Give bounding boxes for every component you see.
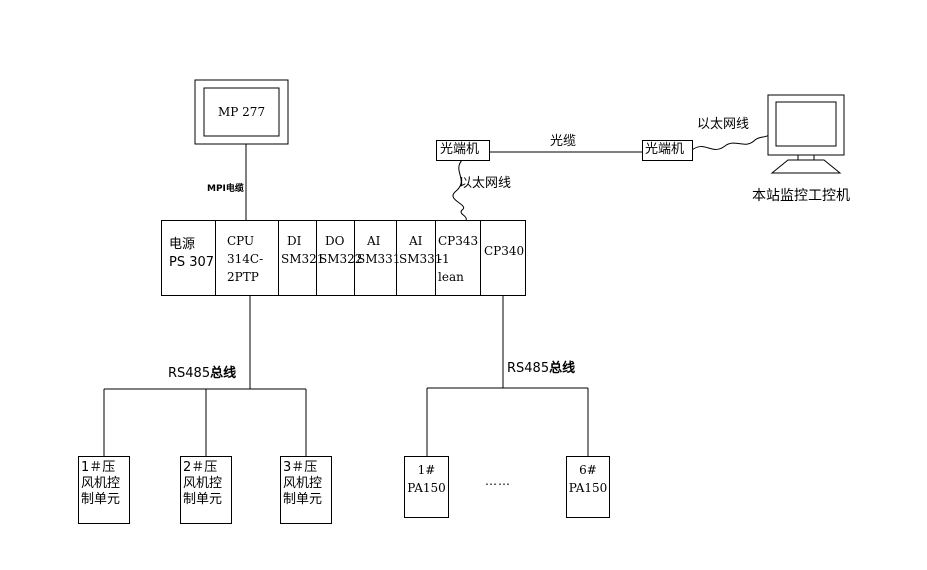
unit-line: 制单元 (183, 492, 223, 507)
module-line: 2PTP (227, 270, 259, 284)
hmi-monitor-screen (203, 87, 280, 137)
unit-line: 风机控 (183, 476, 223, 491)
module-cp340: CP340 (481, 220, 526, 296)
module-do: DO SM322 (317, 220, 363, 296)
module-line: SM322 (319, 252, 363, 266)
ethernet-line-left (452, 159, 467, 221)
compressor-unit-1: 1＃压 风机控 制单元 (78, 456, 130, 524)
module-ai-2: AI SM331 (397, 220, 443, 296)
module-line: AI (367, 234, 381, 248)
module-di: DI SM321 (279, 220, 325, 296)
mpi-cable-label: MPI电缆 (207, 184, 244, 194)
module-line: DI (287, 234, 302, 248)
ethernet-label-right: 以太网线 (697, 117, 750, 132)
module-line: SM331 (399, 252, 443, 266)
ellipsis-label: …… (485, 474, 511, 488)
module-line: DO (325, 234, 345, 248)
unit-line: 风机控 (283, 476, 323, 491)
module-cp343: CP343 -1 lean (436, 220, 481, 296)
module-power-supply: 电源 PS 307 (161, 220, 216, 296)
fiber-cable-label: 光缆 (550, 134, 577, 149)
ethernet-label-left: 以太网线 (459, 176, 512, 191)
unit-line: 1# (417, 463, 436, 477)
unit-line: PA150 (568, 481, 608, 495)
module-line: CP343 (438, 234, 479, 248)
bus-label-suffix: 总线 (549, 361, 576, 376)
ethernet-line-right (691, 134, 770, 151)
module-line: AI (409, 234, 423, 248)
bus-label-prefix: RS485 (168, 366, 211, 381)
module-line: SM331 (357, 252, 401, 266)
pa150-unit-6: 6# PA150 (566, 456, 610, 518)
bus-left-label: RS485总线 (168, 366, 236, 382)
bus-right-label: RS485总线 (507, 361, 575, 377)
workstation-monitor-screen (775, 101, 837, 147)
pa150-unit-1: 1# PA150 (404, 456, 449, 518)
module-line: -1 (438, 252, 450, 266)
module-line: CP340 (484, 244, 525, 258)
module-line: PS 307 (169, 255, 215, 270)
module-line: CPU (227, 234, 255, 248)
fiber-converter-right: 光端机 (642, 140, 693, 161)
unit-line: 2＃压 (183, 460, 218, 475)
unit-line: 3＃压 (283, 460, 318, 475)
hmi-label: MP 277 (218, 105, 266, 119)
compressor-unit-3: 3＃压 风机控 制单元 (280, 456, 332, 524)
compressor-unit-2: 2＃压 风机控 制单元 (180, 456, 232, 524)
workstation-label: 本站监控工控机 (752, 188, 850, 204)
unit-line: 制单元 (81, 492, 121, 507)
module-line: lean (438, 270, 464, 284)
unit-line: 制单元 (283, 492, 323, 507)
plc-rack (161, 220, 526, 296)
bus-label-prefix: RS485 (507, 361, 550, 376)
workstation-stand (770, 159, 842, 174)
unit-line: 1＃压 (81, 460, 116, 475)
module-cpu: CPU 314C- 2PTP (216, 220, 279, 296)
unit-line: 6# (579, 463, 597, 477)
bus-label-suffix: 总线 (210, 366, 237, 381)
unit-line: 风机控 (81, 476, 121, 491)
fiber-converter-left: 光端机 (436, 140, 490, 161)
module-line: 电源 (169, 237, 196, 252)
module-ai-1: AI SM331 (355, 220, 401, 296)
module-line: 314C- (227, 252, 264, 266)
module-line: SM321 (281, 252, 325, 266)
unit-line: PA150 (407, 481, 446, 495)
